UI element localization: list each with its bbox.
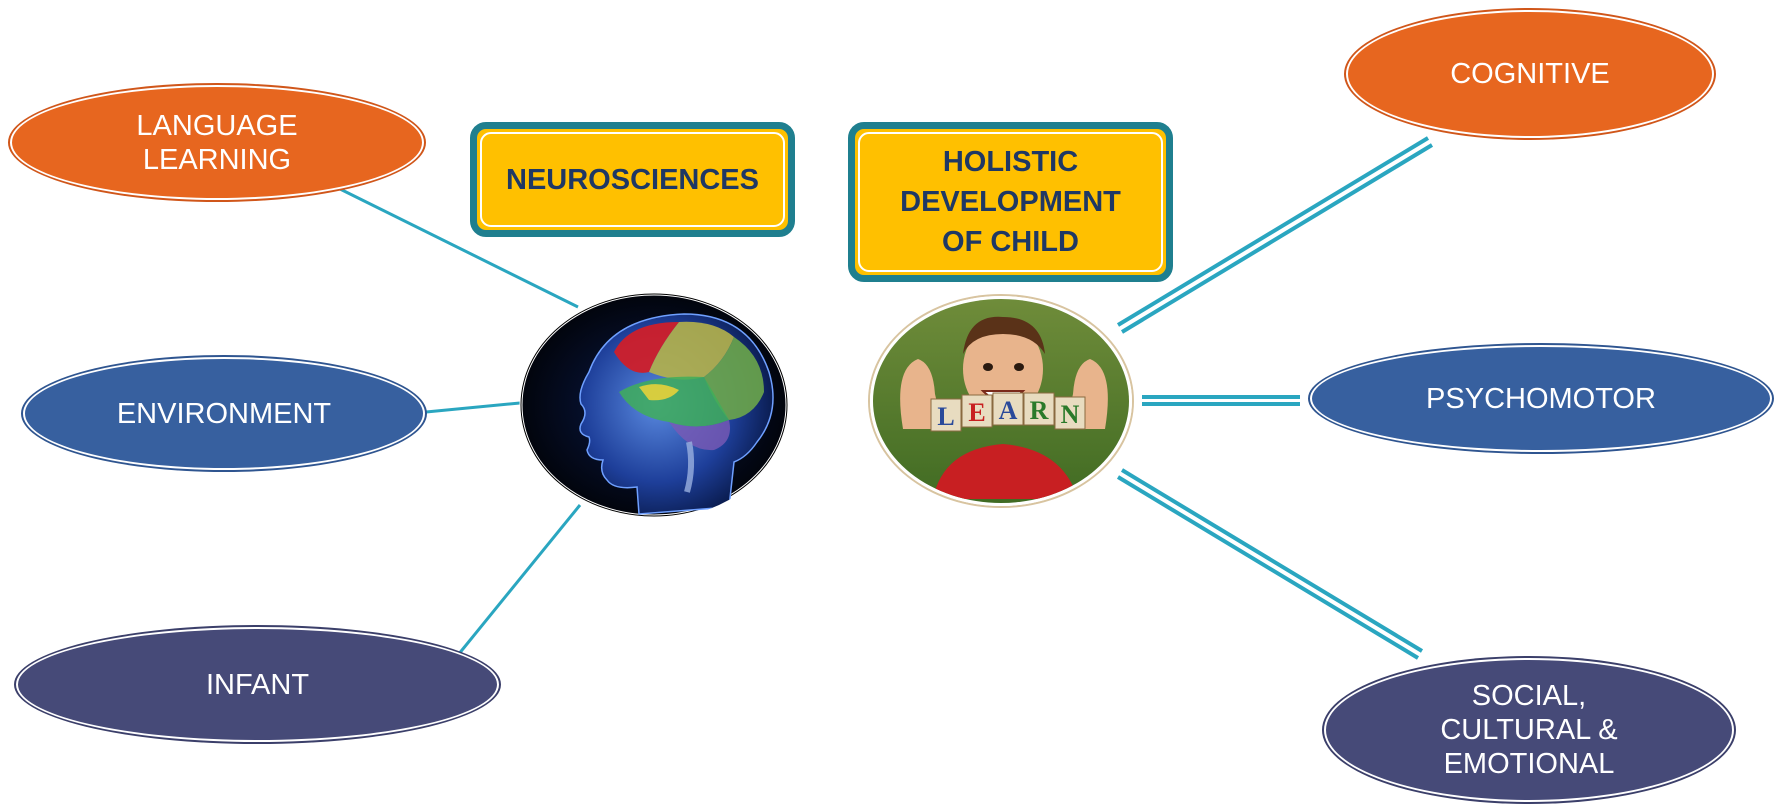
- brain-head-icon: [519, 292, 789, 519]
- child-learn-icon: L E A R N: [870, 296, 1132, 506]
- connector-infant: [456, 504, 582, 656]
- block-a: A: [999, 396, 1018, 425]
- connector-social: [1116, 468, 1424, 660]
- node-social-cultural-emotional-label: SOCIAL, CULTURAL & EMOTIONAL: [1440, 680, 1618, 780]
- connector-psychomotor: [1142, 395, 1300, 406]
- learn-blocks: L E A R N: [930, 392, 1086, 432]
- connector-cognitive: [1116, 136, 1434, 334]
- node-environment-label: ENVIRONMENT: [116, 397, 332, 430]
- block-l: L: [937, 402, 954, 431]
- hub-title-neurosciences: NEUROSCIENCES: [470, 122, 795, 237]
- hub-title-holistic-development: HOLISTIC DEVELOPMENT OF CHILD: [848, 122, 1173, 282]
- block-n: N: [1061, 400, 1080, 429]
- node-language-learning: LANGUAGE LEARNING: [10, 85, 424, 200]
- node-psychomotor: PSYCHOMOTOR: [1310, 345, 1772, 452]
- node-environment: ENVIRONMENT: [23, 357, 425, 470]
- connector-environment: [425, 401, 521, 414]
- hub-title-neurosciences-label: NEUROSCIENCES: [506, 163, 759, 196]
- node-language-learning-label: LANGUAGE LEARNING: [136, 109, 298, 176]
- node-psychomotor-label: PSYCHOMOTOR: [1426, 382, 1656, 415]
- node-cognitive: COGNITIVE: [1346, 10, 1714, 138]
- block-r: R: [1030, 396, 1049, 425]
- connector-language-learning: [337, 186, 579, 309]
- node-infant: INFANT: [16, 627, 499, 742]
- block-e: E: [968, 398, 985, 427]
- hub-title-holistic-development-label: HOLISTIC DEVELOPMENT OF CHILD: [900, 146, 1121, 258]
- node-infant-label: INFANT: [205, 668, 310, 701]
- node-social-cultural-emotional: SOCIAL, CULTURAL & EMOTIONAL: [1324, 658, 1734, 802]
- node-cognitive-label: COGNITIVE: [1450, 58, 1610, 90]
